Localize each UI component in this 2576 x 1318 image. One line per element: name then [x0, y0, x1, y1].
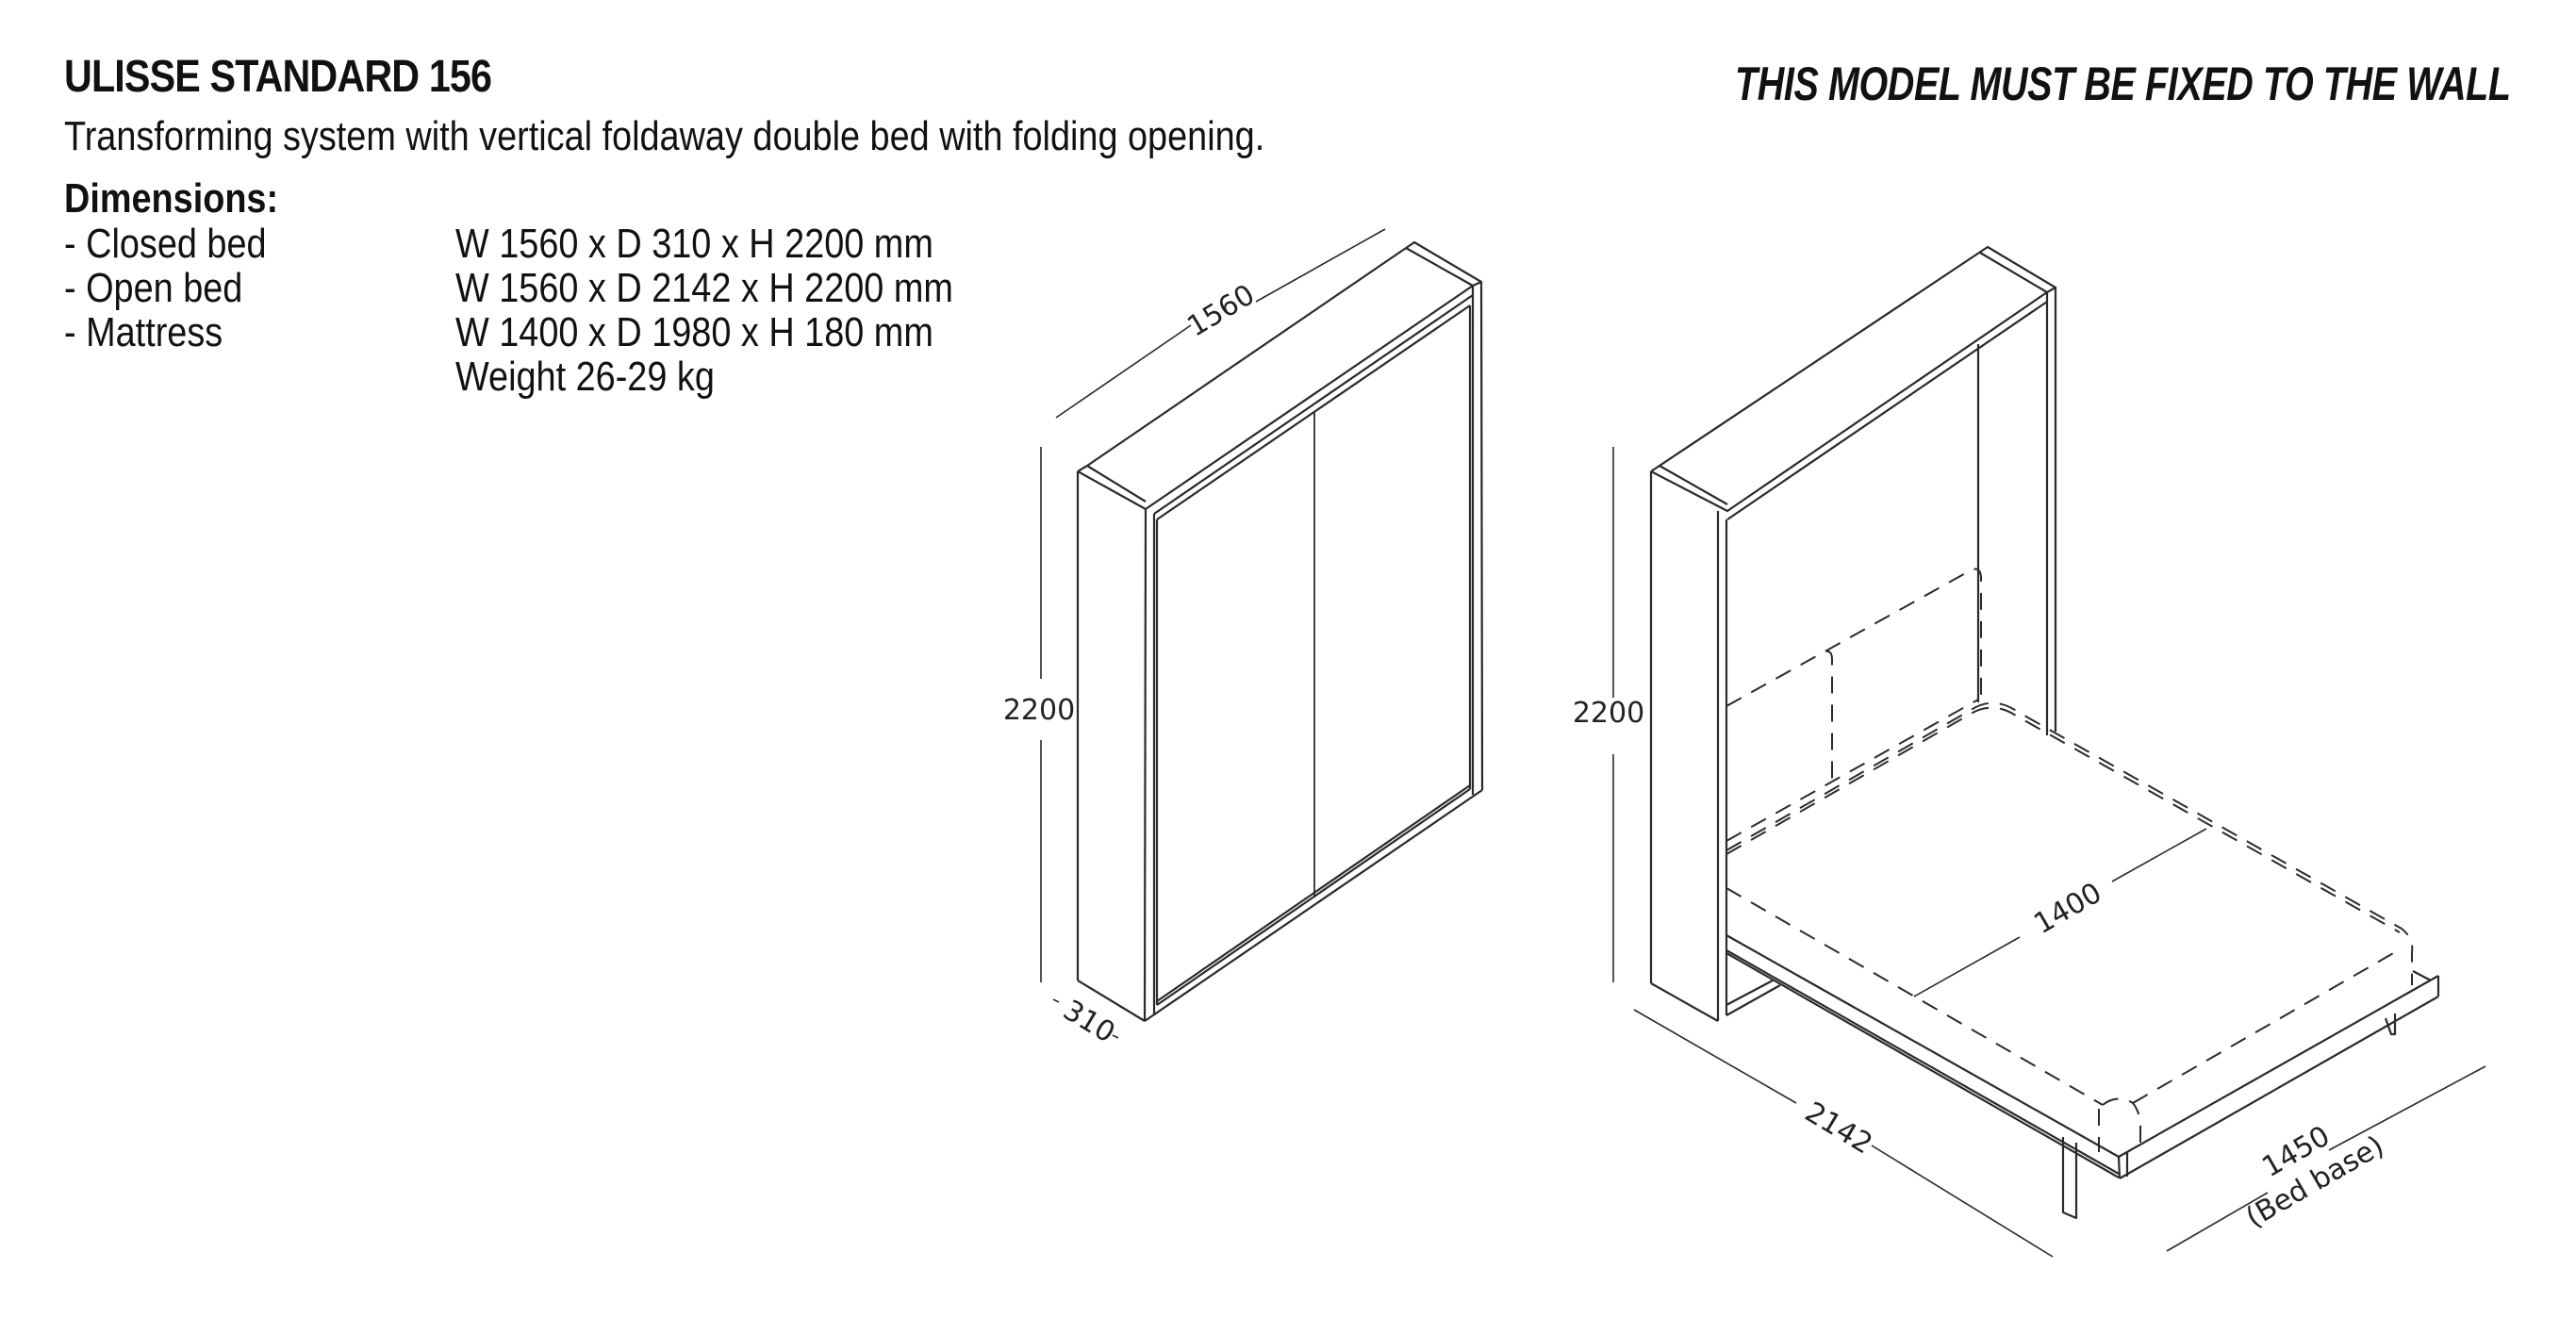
open-depth-label: 2142 [1799, 1096, 1877, 1161]
open-bed-drawing [1649, 245, 2440, 1220]
closed-depth-label: 310 [1057, 994, 1120, 1049]
closed-bed-drawing [1040, 228, 1484, 1022]
mattress-width-label: 1400 [2028, 877, 2107, 941]
dimension-value: W 1560 x D 310 x H 2200 mm [455, 221, 933, 267]
open-bed-dimension-lines [1612, 447, 2486, 1258]
dimension-value: W 1400 x D 1980 x H 180 mm [455, 309, 933, 355]
closed-width-label: 1560 [1181, 278, 1260, 343]
product-description: Transforming system with vertical foldaw… [64, 113, 1265, 159]
open-height-label: 2200 [1573, 697, 1644, 730]
mattress-outline [1726, 568, 2414, 1152]
closed-height-label: 2200 [1003, 694, 1075, 727]
product-title: ULISSE STANDARD 156 [64, 52, 492, 102]
dimension-label: - Mattress [64, 309, 223, 355]
dimension-label: - Open bed [64, 265, 243, 311]
dimension-value: W 1560 x D 2142 x H 2200 mm [455, 265, 953, 311]
dimensions-heading: Dimensions: [64, 175, 279, 222]
wall-fixing-warning: THIS MODEL MUST BE FIXED TO THE WALL [1735, 58, 2511, 110]
dimension-label: - Closed bed [64, 221, 267, 267]
weight-value: Weight 26-29 kg [455, 354, 715, 400]
